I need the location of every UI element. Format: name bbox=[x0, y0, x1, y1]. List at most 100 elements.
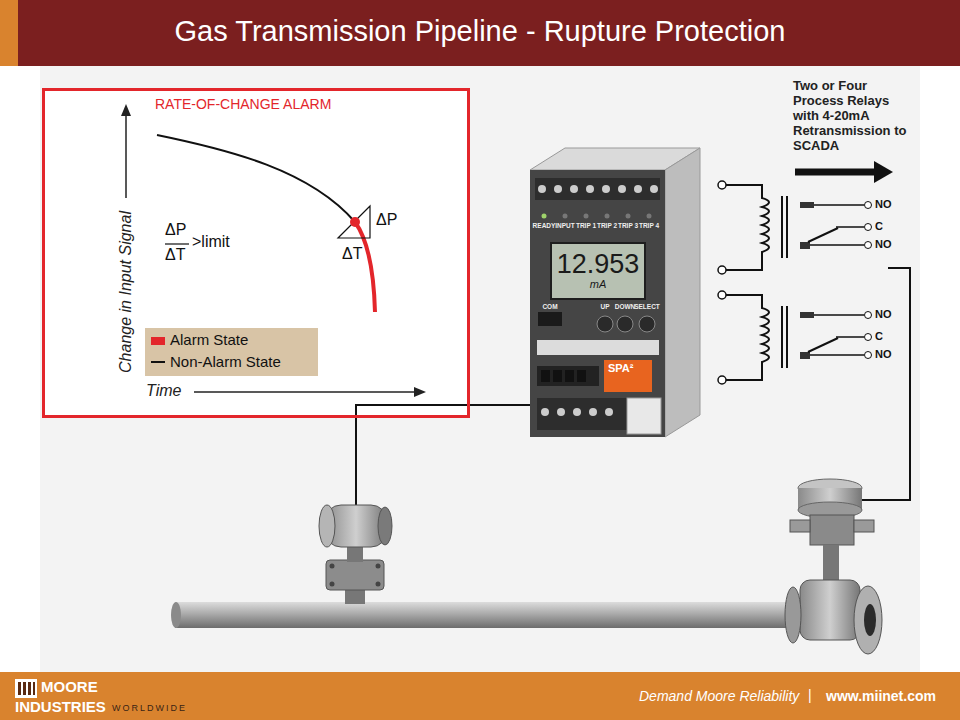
axis-label: Time bbox=[146, 382, 181, 400]
relay-symbol bbox=[865, 224, 872, 231]
contact-label: NO bbox=[875, 348, 892, 361]
logo-text: WORLDWIDE bbox=[112, 703, 187, 713]
control-valve bbox=[785, 587, 801, 643]
transmitter-module bbox=[553, 370, 562, 382]
led-label: TRIP 2 bbox=[597, 222, 617, 229]
transmitter-module bbox=[577, 370, 586, 382]
control-valve bbox=[790, 520, 810, 532]
delta-p-label: ΔP bbox=[376, 211, 397, 229]
logo-text: MOORE bbox=[41, 678, 98, 695]
pressure-transmitter bbox=[378, 507, 392, 545]
relay-symbol bbox=[836, 226, 864, 228]
model-label: SPA² bbox=[608, 362, 633, 375]
relay-symbol bbox=[781, 306, 783, 368]
chart-drawing bbox=[157, 135, 355, 222]
transmitter-module bbox=[627, 398, 661, 434]
footer-text: | bbox=[808, 687, 812, 703]
footer-bar bbox=[0, 672, 960, 720]
relay-symbol bbox=[810, 354, 864, 356]
chart-drawing bbox=[194, 391, 416, 393]
control-valve bbox=[785, 479, 882, 654]
delta-t-label: ΔT bbox=[342, 245, 362, 263]
pressure-transmitter bbox=[326, 560, 384, 590]
footer-bar bbox=[33, 682, 35, 695]
control-valve bbox=[823, 545, 839, 582]
pressure-transmitter bbox=[376, 582, 381, 587]
chart-drawing bbox=[125, 114, 127, 198]
relay-symbol bbox=[808, 338, 838, 352]
transmitter-module bbox=[650, 185, 658, 193]
led-label: READY bbox=[533, 222, 556, 229]
callout-note: Two or Four Process Relays with 4-20mA R… bbox=[793, 78, 911, 153]
chart-drawing bbox=[121, 104, 131, 116]
relay-symbol bbox=[865, 334, 872, 341]
limit-label: >limit bbox=[192, 233, 230, 251]
contact-label: NO bbox=[875, 238, 892, 251]
relay-symbol bbox=[718, 266, 726, 274]
page-ground bbox=[40, 66, 920, 672]
signal-wire bbox=[356, 268, 910, 505]
transmitter-module bbox=[584, 214, 589, 219]
control-valve bbox=[800, 580, 860, 640]
relay-symbol bbox=[800, 352, 810, 359]
control-valve bbox=[864, 604, 876, 636]
transmitter-module bbox=[557, 408, 565, 416]
transmitter-module bbox=[604, 360, 652, 392]
contact-label: NO bbox=[875, 198, 892, 211]
pipeline bbox=[171, 602, 793, 628]
transmitter-module bbox=[639, 316, 655, 332]
relay-symbol bbox=[865, 352, 872, 359]
transmitter-module bbox=[563, 214, 568, 219]
lcd-display-text: mA bbox=[590, 278, 607, 290]
page-title: Gas Transmission Pipeline - Rupture Prot… bbox=[175, 15, 786, 48]
contact-label: C bbox=[875, 220, 883, 233]
led-label: TRIP 1 bbox=[576, 222, 596, 229]
legend-swatch bbox=[151, 337, 165, 345]
footer-bar bbox=[23, 682, 26, 695]
transmitter-module bbox=[634, 185, 642, 193]
pressure-transmitter bbox=[330, 564, 335, 569]
contact-label: NO bbox=[875, 308, 892, 321]
transmitter-module bbox=[597, 316, 613, 332]
footer-text: Demand Moore Reliability bbox=[639, 688, 799, 704]
footer-text: www.miinet.com bbox=[826, 688, 936, 704]
control-valve bbox=[854, 586, 882, 654]
pressure-transmitter bbox=[319, 505, 392, 604]
transmitter-module bbox=[617, 316, 633, 332]
relay-symbol bbox=[718, 291, 726, 299]
relay-symbol bbox=[786, 196, 788, 258]
chart-drawing bbox=[151, 361, 165, 363]
transmitter-module bbox=[602, 185, 610, 193]
control-valve bbox=[854, 520, 874, 532]
chart-drawing bbox=[338, 206, 370, 238]
chart-panel-text: RATE-OF-CHANGE ALARM bbox=[155, 96, 331, 112]
lcd-display-text: 12.953 bbox=[557, 251, 640, 278]
button-label: SELECT bbox=[634, 303, 660, 310]
pressure-transmitter bbox=[376, 564, 381, 569]
transmitter-module bbox=[537, 340, 659, 355]
scada-arrow bbox=[795, 161, 893, 183]
delta-t-denominator: ΔT bbox=[165, 246, 185, 264]
transmitter-module bbox=[605, 408, 613, 416]
pressure-transmitter bbox=[319, 505, 335, 547]
relay-symbol bbox=[814, 204, 864, 206]
pressure-transmitter bbox=[347, 546, 363, 562]
transmitter-module bbox=[573, 408, 581, 416]
axis-label: Change in Input Signal bbox=[117, 211, 135, 373]
footer-bar bbox=[0, 672, 960, 720]
transmitter-module bbox=[538, 185, 546, 193]
relay-symbol bbox=[718, 376, 726, 384]
transmitter-module bbox=[537, 398, 627, 430]
chart-drawing bbox=[414, 387, 426, 397]
scada-arrow bbox=[874, 161, 893, 183]
legend-text: Non-Alarm State bbox=[170, 353, 281, 370]
relay-symbol bbox=[800, 242, 810, 249]
transmitter-module bbox=[665, 148, 700, 437]
transmitter-module bbox=[530, 170, 665, 437]
contact-label: C bbox=[875, 330, 883, 343]
transmitter-module bbox=[541, 370, 550, 382]
legend-text: Alarm State bbox=[170, 331, 248, 348]
logo-text: INDUSTRIES bbox=[15, 698, 106, 715]
relay-symbol bbox=[781, 196, 783, 258]
delta-p-numerator: ΔP bbox=[165, 221, 186, 239]
